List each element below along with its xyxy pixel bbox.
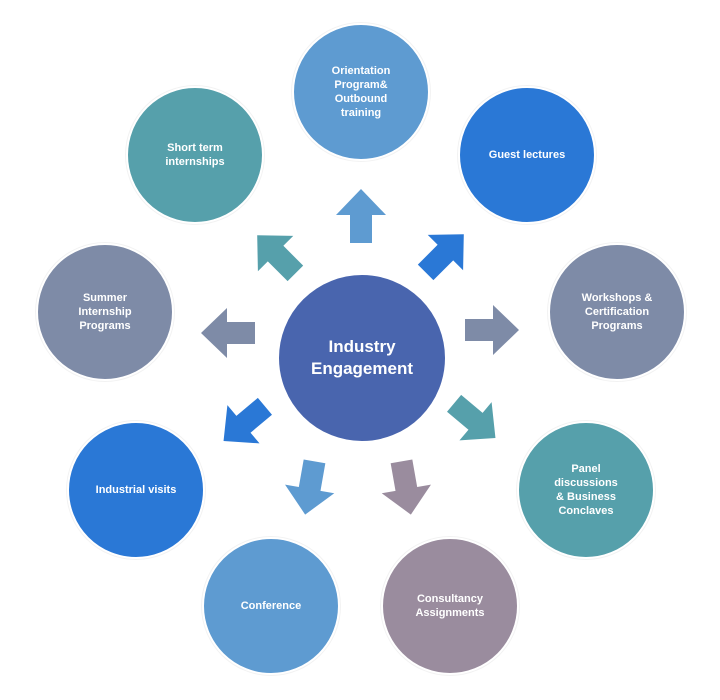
node-panel-discussions: Panel discussions & Business Conclaves (517, 421, 655, 559)
node-workshops: Workshops & Certification Programs (548, 243, 686, 381)
node-short-term-internships: Short term internships (126, 86, 264, 224)
arrow-shape (417, 234, 464, 281)
node-consultancy: Consultancy Assignments (381, 537, 519, 675)
arrow-shape (465, 305, 519, 355)
node-label-guest-lectures: Guest lectures (488, 149, 566, 161)
arrow-icon-consultancy (381, 459, 431, 515)
node-label-industrial-visits: Industrial visits (95, 484, 177, 496)
node-orientation: Orientation Program& Outbound training (292, 23, 430, 161)
arrow-icon-conference (285, 459, 335, 515)
arrow-shape (336, 189, 386, 243)
node-label-short-term-internships: Short term internships (165, 142, 225, 168)
node-industrial-visits: Industrial visits (67, 421, 205, 559)
center-node-label: Industry Engagement (310, 337, 414, 378)
node-summer-internship: Summer Internship Programs (36, 243, 174, 381)
arrow-shape (381, 459, 431, 515)
node-label-orientation: Orientation Program& Outbound training (331, 65, 391, 119)
node-guest-lectures: Guest lectures (458, 86, 596, 224)
node-label-consultancy: Consultancy Assignments (415, 593, 485, 619)
arrow-icon-summer-internship (201, 308, 255, 358)
arrow-icon-panel-discussions (447, 394, 496, 441)
arrow-shape (223, 397, 272, 444)
arrow-shape (257, 235, 304, 282)
center-node-industry-engagement: Industry Engagement (277, 273, 447, 443)
arrow-icon-orientation (336, 189, 386, 243)
arrow-icon-short-term-internships (257, 235, 304, 282)
arrow-shape (285, 459, 335, 515)
node-conference: Conference (202, 537, 340, 675)
arrow-shape (201, 308, 255, 358)
arrow-icon-guest-lectures (417, 234, 464, 281)
node-label-panel-discussions: Panel discussions & Business Conclaves (554, 463, 618, 517)
node-label-summer-internship: Summer Internship Programs (78, 292, 132, 332)
node-label-conference: Conference (240, 600, 302, 612)
arrow-shape (447, 394, 496, 441)
arrow-icon-industrial-visits (223, 397, 272, 444)
node-label-workshops: Workshops & Certification Programs (581, 292, 653, 332)
arrow-icon-workshops (465, 305, 519, 355)
